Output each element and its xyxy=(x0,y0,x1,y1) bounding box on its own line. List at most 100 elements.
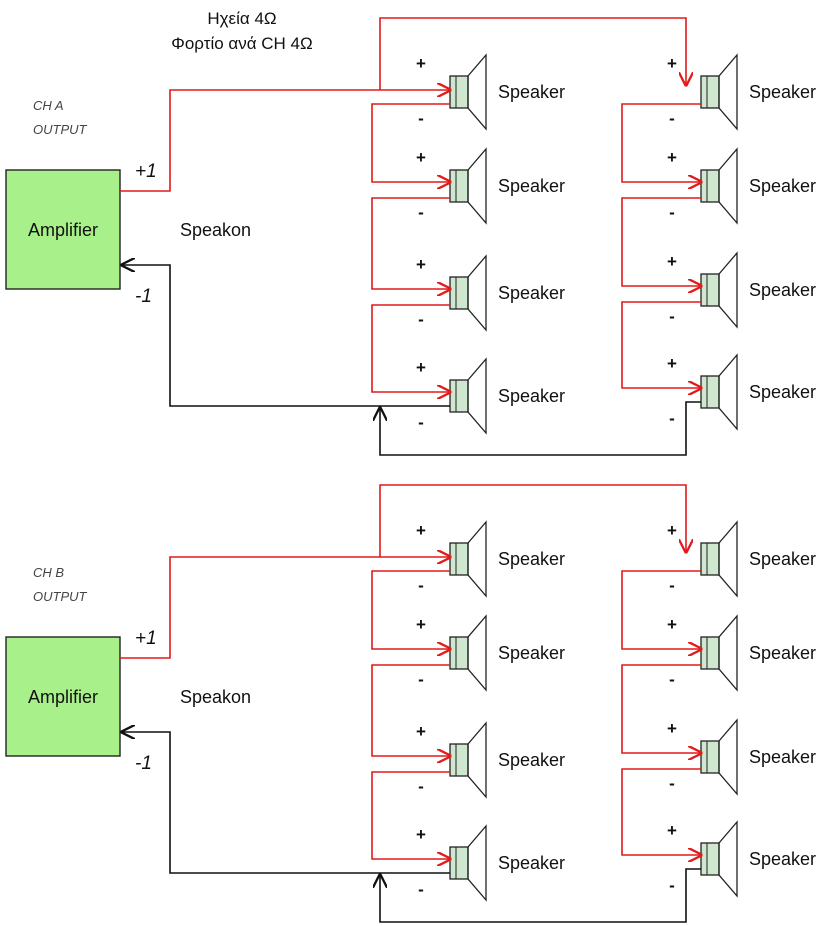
speaker-minus-sign: - xyxy=(418,203,424,222)
speaker-label: Speaker xyxy=(749,176,816,196)
speaker-plus-sign: + xyxy=(667,719,677,738)
amplifier-box xyxy=(5,636,121,757)
positive-jumper-wire xyxy=(379,484,686,557)
speaker-plus-sign: + xyxy=(416,255,426,274)
speaker-cone xyxy=(718,820,738,898)
diagram-title-line2: Φορτίο ανά CH 4Ω xyxy=(171,34,312,53)
series-wire xyxy=(371,664,450,756)
speaker-cone xyxy=(467,824,487,902)
series-wire xyxy=(621,197,701,286)
speaker-unit: Speaker+- xyxy=(416,53,565,131)
positive-wire xyxy=(120,90,450,192)
series-wire xyxy=(371,103,450,182)
speaker-label: Speaker xyxy=(498,549,565,569)
series-wire xyxy=(621,103,701,182)
speaker-plus-sign: + xyxy=(667,252,677,271)
speaker-magnet xyxy=(449,276,469,310)
channel-output-sublabel: OUTPUT xyxy=(33,589,88,604)
series-wire xyxy=(371,304,450,392)
minus-terminal-label: -1 xyxy=(135,286,152,307)
channel-a-circuit: CH AOUTPUTAmplifier+1-1SpeakonSpeaker+-S… xyxy=(5,17,816,456)
plus-terminal-label: +1 xyxy=(135,628,157,649)
speaker-label: Speaker xyxy=(498,643,565,663)
speaker-magnet xyxy=(700,842,720,876)
speaker-cone xyxy=(467,357,487,435)
speaker-magnet xyxy=(449,379,469,413)
minus-terminal-label: -1 xyxy=(135,753,152,774)
speaker-unit: Speaker + - xyxy=(416,254,565,332)
channel-output-sublabel: OUTPUT xyxy=(33,122,88,137)
speaker-label: Speaker xyxy=(498,176,565,196)
speaker-cone xyxy=(467,53,487,131)
speaker-magnet xyxy=(700,542,720,576)
speaker-unit: Speaker + - xyxy=(667,147,816,225)
plus-terminal-label: +1 xyxy=(135,161,157,182)
speaker-magnet xyxy=(449,542,469,576)
diagram-title-line1: Ηχεία 4Ω xyxy=(207,9,276,28)
speaker-minus-sign: - xyxy=(669,109,675,128)
speaker-label: Speaker xyxy=(749,280,816,300)
speaker-plus-sign: + xyxy=(667,615,677,634)
amplifier-box xyxy=(5,169,121,290)
speaker-label: Speaker xyxy=(749,747,816,767)
speaker-plus-sign: + xyxy=(416,825,426,844)
speaker-unit: Speaker+- xyxy=(667,820,816,898)
speaker-minus-sign: - xyxy=(669,409,675,428)
speaker-magnet xyxy=(449,169,469,203)
speaker-cone xyxy=(718,718,738,796)
speaker-label: Speaker xyxy=(498,82,565,102)
speaker-plus-sign: + xyxy=(667,821,677,840)
speaker-plus-sign: + xyxy=(667,521,677,540)
speaker-label: Speaker xyxy=(749,382,816,402)
speaker-plus-sign: + xyxy=(416,615,426,634)
speaker-plus-sign: + xyxy=(416,148,426,167)
speaker-magnet xyxy=(700,636,720,670)
speaker-magnet xyxy=(700,375,720,409)
speaker-cone xyxy=(467,520,487,598)
speaker-cone xyxy=(718,147,738,225)
speaker-cone xyxy=(467,254,487,332)
speaker-minus-sign: - xyxy=(669,307,675,326)
speaker-unit: Speaker+- xyxy=(667,53,816,131)
speaker-cone xyxy=(718,53,738,131)
speaker-minus-sign: - xyxy=(418,777,424,796)
speaker-minus-sign: - xyxy=(418,576,424,595)
negative-return-wire xyxy=(122,265,450,407)
speaker-plus-sign: + xyxy=(667,354,677,373)
speaker-cone xyxy=(718,614,738,692)
speaker-plus-sign: + xyxy=(667,148,677,167)
speaker-cone xyxy=(718,353,738,431)
speaker-label: Speaker xyxy=(749,549,816,569)
speaker-magnet xyxy=(449,846,469,880)
speaker-minus-sign: - xyxy=(669,774,675,793)
speaker-minus-sign: - xyxy=(669,203,675,222)
channel-output-label: CH B xyxy=(33,565,64,580)
speaker-unit: Speaker + - xyxy=(667,353,816,431)
speaker-label: Speaker xyxy=(498,283,565,303)
speaker-minus-sign: - xyxy=(418,413,424,432)
speaker-magnet xyxy=(449,743,469,777)
speaker-label: Speaker xyxy=(749,82,816,102)
speaker-plus-sign: + xyxy=(416,358,426,377)
speaker-plus-sign: + xyxy=(416,722,426,741)
positive-jumper-wire xyxy=(379,17,686,90)
speaker-minus-sign: - xyxy=(418,880,424,899)
negative-jumper-wire xyxy=(380,868,701,923)
speaker-minus-sign: - xyxy=(418,310,424,329)
speaker-magnet xyxy=(449,636,469,670)
negative-return-wire xyxy=(122,732,450,874)
speaker-label: Speaker xyxy=(498,853,565,873)
speaker-unit: Speaker+- xyxy=(667,520,816,598)
speaker-label: Speaker xyxy=(498,750,565,770)
speaker-magnet xyxy=(700,169,720,203)
speaker-unit: Speaker + - xyxy=(667,718,816,796)
speaker-unit: Speaker + - xyxy=(416,721,565,799)
speaker-magnet xyxy=(700,273,720,307)
speaker-magnet xyxy=(700,740,720,774)
series-wire xyxy=(621,768,701,855)
speaker-cone xyxy=(467,614,487,692)
channel-b-circuit: CH BOUTPUTAmplifier+1-1SpeakonSpeaker+-S… xyxy=(5,484,816,923)
series-wire xyxy=(371,771,450,859)
positive-wire xyxy=(120,557,450,659)
